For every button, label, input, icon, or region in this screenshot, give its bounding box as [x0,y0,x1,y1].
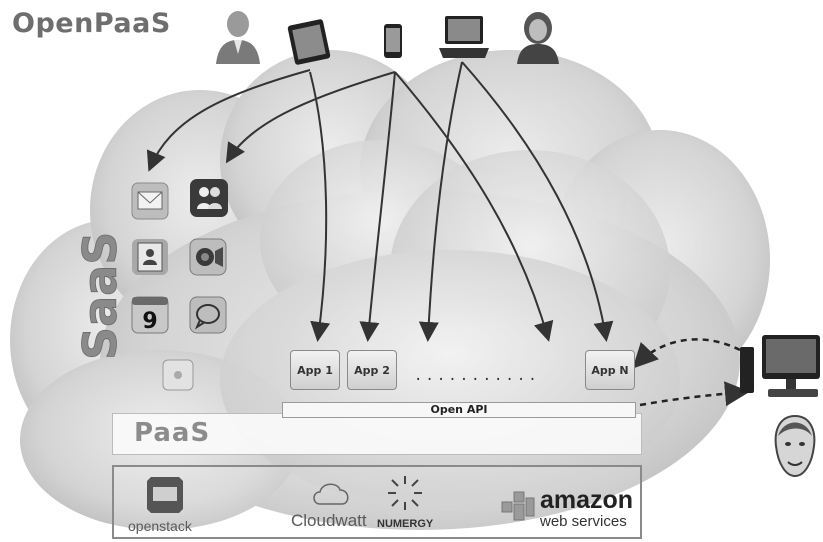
app-n-label: App N [591,363,629,377]
amazon-web-services-label: web services [540,513,627,530]
woman-user-icon [517,12,559,64]
amazon-logo-icon [501,491,535,521]
openstack-logo-icon [147,477,183,513]
face-icon [774,414,816,478]
chat-icon[interactable] [188,295,228,335]
openstack-label: openstack [128,518,192,534]
paas-label: PaaS [134,418,211,448]
numergy-label: NUMERGY [377,518,434,530]
video-call-icon[interactable] [188,237,228,277]
iaas-provider-layer [112,465,642,539]
man-user-icon [216,11,260,64]
calendar-day-number: 9 [142,309,157,334]
calendar-icon[interactable]: 9 [130,295,170,335]
page-title: OpenPaaS [12,8,171,39]
saas-label: SaaS [73,231,128,360]
contacts-icon[interactable] [130,237,170,277]
cloudwatt-logo-icon [313,483,349,505]
tablet-icon [287,19,331,65]
desktop-computer-icon [740,335,820,397]
app-2-label: App 2 [354,363,390,377]
smartphone-icon [384,24,402,58]
cloudwatt-label: Cloudwatt [291,511,367,530]
messenger-icon[interactable] [188,177,230,219]
app-ellipsis: ........... [414,368,540,384]
app-n-box[interactable]: App N [585,350,635,390]
app-2-box[interactable]: App 2 [347,350,397,390]
numergy-logo-icon [388,476,422,510]
app-1-label: App 1 [297,363,333,377]
app-1-box[interactable]: App 1 [290,350,340,390]
amazon-label: amazon [540,486,634,514]
laptop-icon [439,16,489,58]
saas-text: SaaS [73,232,127,360]
small-app-icon[interactable] [160,357,196,393]
open-api-bar: Open API [282,402,636,418]
mail-icon[interactable] [130,181,170,221]
